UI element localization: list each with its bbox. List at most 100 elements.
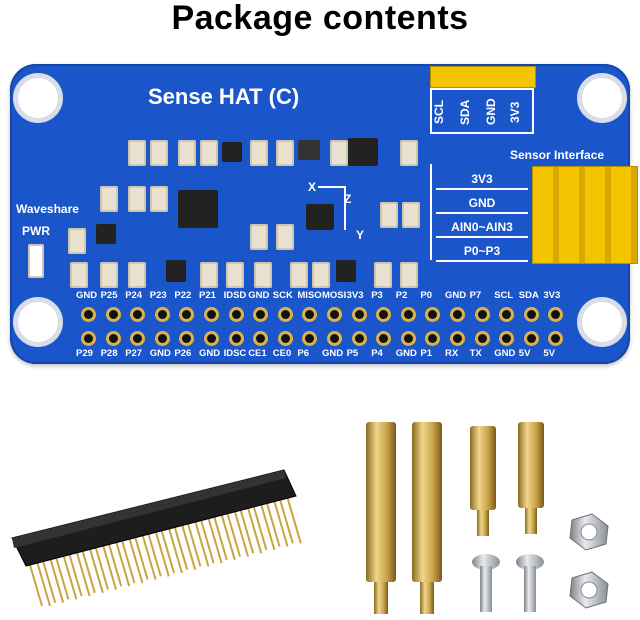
smd-resistor — [330, 140, 348, 166]
header-pin — [225, 508, 241, 557]
pin-label: GND — [445, 290, 467, 301]
mounting-hole — [18, 302, 58, 342]
smd-resistor — [68, 228, 86, 254]
gpio-hole — [84, 334, 93, 343]
pin-label: P6 — [297, 348, 310, 359]
smd-resistor — [254, 262, 272, 288]
pwr-led — [28, 244, 44, 278]
smd-resistor — [276, 224, 294, 250]
pin-label: GND — [322, 348, 344, 359]
gpio-hole — [526, 334, 536, 343]
pin-label: P23 — [149, 290, 167, 301]
smd-resistor — [290, 262, 308, 288]
header-pin — [219, 511, 236, 561]
smd-resistor — [178, 140, 196, 166]
hex-nut — [569, 513, 609, 551]
gpio-hole — [330, 310, 339, 319]
pin-label: P3 — [371, 290, 383, 301]
header-pin — [145, 528, 162, 577]
i2c-label-3v3: 3V3 — [508, 101, 522, 123]
pin-label: P28 — [100, 348, 118, 359]
smd-resistor — [226, 262, 244, 288]
sensor-interface-title: Sensor Interface — [510, 148, 605, 162]
header-pin — [180, 521, 197, 570]
header-pin — [277, 495, 294, 544]
smd-resistor — [128, 186, 146, 212]
pin-label: GND — [149, 348, 171, 359]
header-pin — [264, 498, 281, 547]
pin-label: P26 — [174, 348, 192, 359]
pin-label: P29 — [76, 348, 93, 359]
i2c-label-sda: SDA — [458, 99, 472, 125]
gpio-hole — [256, 334, 266, 343]
gpio-hole — [84, 310, 93, 319]
smd-resistor — [150, 140, 168, 166]
ic-chip — [166, 260, 186, 282]
sensor-pin-header — [532, 166, 638, 264]
smd-resistor — [380, 202, 398, 228]
pin-label: TX — [469, 348, 482, 359]
header-pin — [167, 524, 183, 574]
gpio-hole — [453, 334, 462, 343]
pin-label: IDSC — [223, 348, 247, 359]
screw — [472, 554, 500, 612]
smd-resistor — [200, 140, 218, 166]
short-standoff — [470, 426, 496, 536]
brand-label: Waveshare — [16, 202, 79, 216]
smd-resistor — [312, 262, 330, 288]
pin-label: RX — [445, 348, 459, 359]
gpio-hole — [256, 310, 266, 319]
pin-label: CE0 — [272, 348, 292, 359]
gpio-hole — [207, 334, 216, 343]
gpio-hole — [502, 310, 512, 319]
pin-label: SCL — [494, 290, 514, 301]
header-pin — [106, 537, 123, 587]
pin-label: P25 — [100, 290, 118, 301]
pin-label: MISO — [297, 290, 322, 301]
gpio-hole — [354, 334, 364, 343]
header-pin — [172, 521, 189, 570]
smd-resistor — [402, 202, 420, 228]
gpio-hole — [354, 310, 364, 319]
pin-label: GND — [248, 290, 270, 301]
header-pin — [272, 498, 289, 547]
pin-label: P2 — [395, 290, 408, 301]
short-standoff — [518, 422, 544, 534]
header-pin — [211, 511, 228, 561]
header-pin — [246, 504, 263, 554]
gpio-hole — [379, 334, 389, 343]
gpio-hole — [477, 334, 487, 343]
gpio-hole — [280, 310, 290, 319]
gpio-hole — [403, 334, 413, 343]
header-pin — [206, 514, 223, 564]
sensor-row-3v3: 3V3 — [436, 170, 528, 190]
axis-z-label: Z — [344, 192, 352, 206]
pin-label: SCK — [272, 290, 293, 301]
i2c-pin-header — [430, 66, 536, 88]
sensor-row-p: P0~P3 — [436, 242, 528, 262]
header-pin — [93, 541, 109, 590]
long-standoff — [366, 422, 396, 614]
imu-chip — [306, 204, 334, 230]
pin-label: GND — [494, 348, 516, 359]
header-pin — [238, 504, 255, 554]
axis-y-line — [344, 186, 346, 230]
mounting-hole — [18, 78, 58, 118]
header-pin — [193, 518, 210, 567]
smd-resistor — [128, 262, 146, 288]
hex-nut — [569, 571, 609, 609]
gpio-hole — [133, 334, 143, 343]
gpio-hole — [305, 334, 315, 343]
ic-chip — [96, 224, 116, 244]
pin-label: P22 — [174, 290, 192, 301]
mounting-hole — [582, 302, 622, 342]
pin-label: 5V — [543, 348, 556, 359]
axis-x-line — [318, 186, 344, 188]
smd-resistor — [400, 262, 418, 288]
header-pin — [87, 544, 104, 594]
pin-label: GND — [199, 348, 221, 359]
gpio-hole — [207, 310, 216, 319]
gpio-hole — [231, 334, 241, 343]
sensor-interface-bracket — [430, 164, 432, 260]
pin-label: 5V — [518, 348, 531, 359]
